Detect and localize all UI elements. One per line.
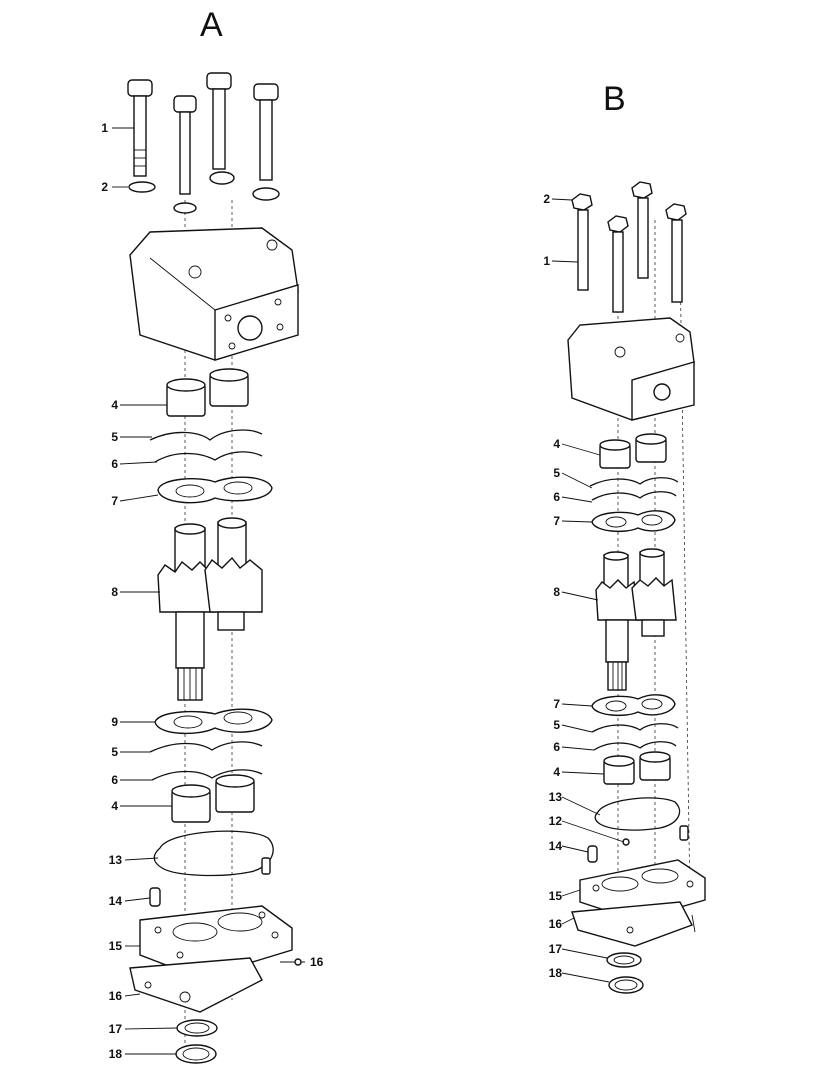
- a-bearings-top: [166, 368, 249, 417]
- a-bolt-2: [173, 95, 197, 195]
- callout-b-14: 14: [548, 839, 562, 853]
- assembly-label-a: A: [200, 6, 223, 44]
- b-wear-plate-top: [591, 510, 676, 533]
- callout-a-6: 6: [111, 457, 118, 471]
- a-wear-plate-top: [157, 476, 273, 504]
- b-gasket-13: [594, 797, 681, 831]
- callout-b-1: 1: [543, 254, 550, 268]
- callout-a-4: 4: [111, 398, 118, 412]
- b-end-cover: [571, 859, 706, 947]
- assembly-a-drawing: [112, 72, 305, 1064]
- b-seal-6-top: [591, 491, 677, 501]
- callout-b-4-lower: 4: [553, 765, 560, 779]
- b-studs: [571, 181, 687, 313]
- callout-b-16: 16: [548, 917, 562, 931]
- a-gasket-13: [153, 830, 274, 877]
- b-gear-shafts: [595, 548, 677, 691]
- callout-b-7-lower: 7: [553, 697, 560, 711]
- callout-a-18: 18: [108, 1047, 122, 1061]
- a-plate-9: [154, 708, 273, 735]
- b-wear-plate-bottom: [591, 694, 676, 717]
- callout-a-9: 9: [111, 715, 118, 729]
- a-bolt-4: [253, 83, 279, 181]
- callout-a-16-right: 16: [310, 955, 324, 969]
- a-bearings-bottom: [171, 774, 255, 823]
- callout-b-18: 18: [548, 966, 562, 980]
- b-leader-lines: [551, 198, 625, 983]
- callout-b-13: 13: [548, 790, 562, 804]
- callout-b-5-lower: 5: [553, 718, 560, 732]
- b-seal-5-top: [589, 477, 679, 487]
- a-pump-housing: [129, 227, 299, 361]
- callout-a-5-lower: 5: [111, 745, 118, 759]
- callout-b-12: 12: [548, 814, 562, 828]
- b-bearings-bottom: [603, 751, 671, 785]
- a-end-cover: [129, 905, 293, 1013]
- b-seal-5-bottom: [591, 723, 679, 733]
- b-pump-housing: [567, 317, 695, 421]
- callout-b-6: 6: [553, 490, 560, 504]
- callout-b-6-lower: 6: [553, 740, 560, 754]
- a-seal-5-bottom: [149, 741, 263, 753]
- a-shaft-seals: [175, 1019, 218, 1064]
- callout-a-13: 13: [108, 853, 122, 867]
- a-bolt-1: [127, 79, 153, 177]
- callout-a-8: 8: [111, 585, 118, 599]
- callout-a-16-left: 16: [108, 989, 122, 1003]
- a-seal-6-top: [154, 451, 263, 463]
- b-bearings-top: [599, 433, 667, 469]
- callout-a-17: 17: [108, 1022, 122, 1036]
- callout-a-1: 1: [101, 121, 108, 135]
- callout-b-4: 4: [553, 437, 560, 451]
- callout-a-2: 2: [101, 180, 108, 194]
- a-dowel-14: [149, 887, 161, 907]
- callout-a-4-lower: 4: [111, 799, 118, 813]
- b-dowel-14: [587, 845, 598, 863]
- callout-a-14: 14: [108, 894, 122, 908]
- a-bolt-3: [206, 72, 232, 170]
- assembly-label-b: B: [603, 80, 626, 118]
- b-shaft-seals: [606, 952, 644, 994]
- callout-b-7: 7: [553, 514, 560, 528]
- callout-b-17: 17: [548, 942, 562, 956]
- callout-a-15: 15: [108, 939, 122, 953]
- callout-a-6-lower: 6: [111, 773, 118, 787]
- callout-b-5: 5: [553, 466, 560, 480]
- callout-a-5: 5: [111, 430, 118, 444]
- b-seal-6-bottom: [593, 741, 677, 751]
- a-seal-6-bottom: [151, 769, 263, 781]
- assembly-b-drawing: [551, 181, 706, 994]
- a-gear-shafts: [157, 517, 263, 701]
- callout-b-8: 8: [553, 585, 560, 599]
- callout-b-15: 15: [548, 889, 562, 903]
- callout-a-7: 7: [111, 494, 118, 508]
- a-seal-5-top: [149, 429, 263, 441]
- a-leader-lines: [112, 127, 178, 1055]
- callout-b-2: 2: [543, 192, 550, 206]
